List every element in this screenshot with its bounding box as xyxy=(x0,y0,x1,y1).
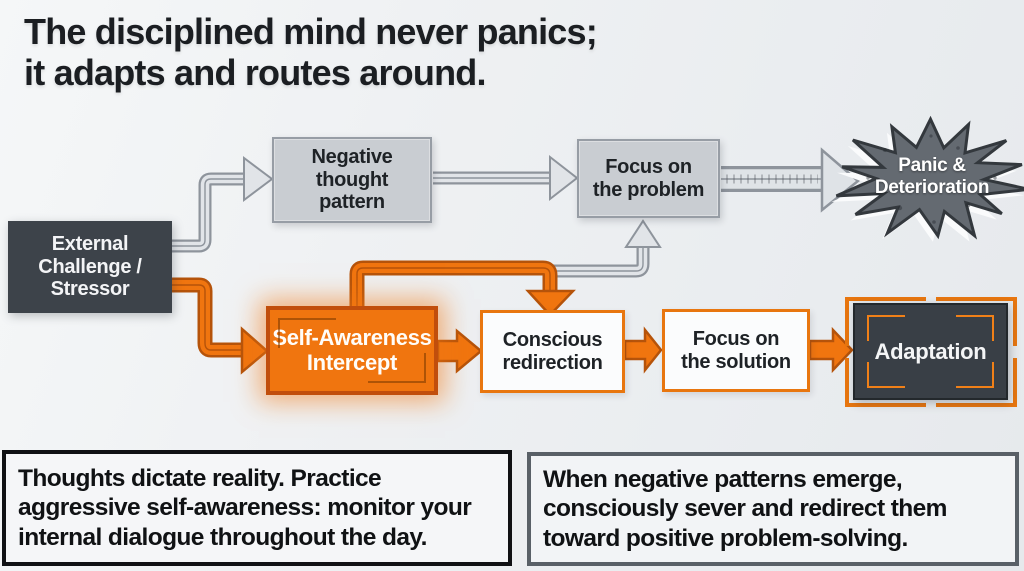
slide-title: The disciplined mind never panics; it ad… xyxy=(24,11,598,93)
external-challenge-label: External Challenge / Stressor xyxy=(38,233,142,301)
note-right-box: When negative patterns emerge, conscious… xyxy=(527,452,1019,566)
panic-deterioration-label: Panic & Deterioration xyxy=(874,155,990,199)
target-bracket-icon xyxy=(936,358,1017,407)
conscious-redirection-box: Conscious redirection xyxy=(480,310,625,393)
arrow-intercept-over-top xyxy=(349,260,576,317)
external-challenge-box: External Challenge / Stressor xyxy=(8,221,172,313)
adaptation-box: Adaptation xyxy=(845,297,1017,407)
adaptation-inner-box: Adaptation xyxy=(853,303,1008,400)
note-left-text: Thoughts dictate reality. Practice aggre… xyxy=(18,464,472,551)
arrow-focus-problem-to-panic xyxy=(721,147,860,213)
self-awareness-label: Self-Awareness Intercept xyxy=(272,324,432,375)
target-bracket-icon xyxy=(867,315,905,341)
frame-corner-mark xyxy=(278,318,336,348)
arrow-external-to-negative xyxy=(172,156,274,253)
conscious-redirection-label: Conscious redirection xyxy=(502,329,603,374)
frame-corner-mark xyxy=(368,353,426,383)
adaptation-label: Adaptation xyxy=(874,338,987,364)
arrow-negative-to-focus-problem xyxy=(433,154,579,202)
arrow-self-awareness-to-conscious xyxy=(436,328,483,374)
target-bracket-icon xyxy=(845,297,926,346)
focus-solution-box: Focus on the solution xyxy=(662,309,810,392)
arrow-conscious-to-focus-solution xyxy=(623,326,663,374)
focus-solution-label: Focus on the solution xyxy=(681,328,791,373)
note-left-box: Thoughts dictate reality. Practice aggre… xyxy=(2,450,512,566)
self-awareness-box: Self-Awareness Intercept xyxy=(266,306,438,395)
panic-starburst xyxy=(831,115,1024,242)
focus-problem-label: Focus on the problem xyxy=(592,156,705,201)
starburst-speckles xyxy=(866,134,997,224)
target-bracket-icon xyxy=(867,362,905,388)
target-bracket-icon xyxy=(956,315,994,341)
note-right-text: When negative patterns emerge, conscious… xyxy=(543,465,947,552)
arrow-focus-solution-to-adaptation xyxy=(808,326,854,374)
target-bracket-icon xyxy=(956,362,994,388)
target-bracket-icon xyxy=(845,358,926,407)
focus-problem-box: Focus on the problem xyxy=(577,139,720,218)
target-bracket-icon xyxy=(936,297,1017,346)
arrow-external-to-self-awareness xyxy=(172,277,269,375)
negative-thought-box: Negative thought pattern xyxy=(272,137,432,223)
arrow-severed-to-focus-problem xyxy=(545,219,662,278)
negative-thought-label: Negative thought pattern xyxy=(311,146,393,214)
